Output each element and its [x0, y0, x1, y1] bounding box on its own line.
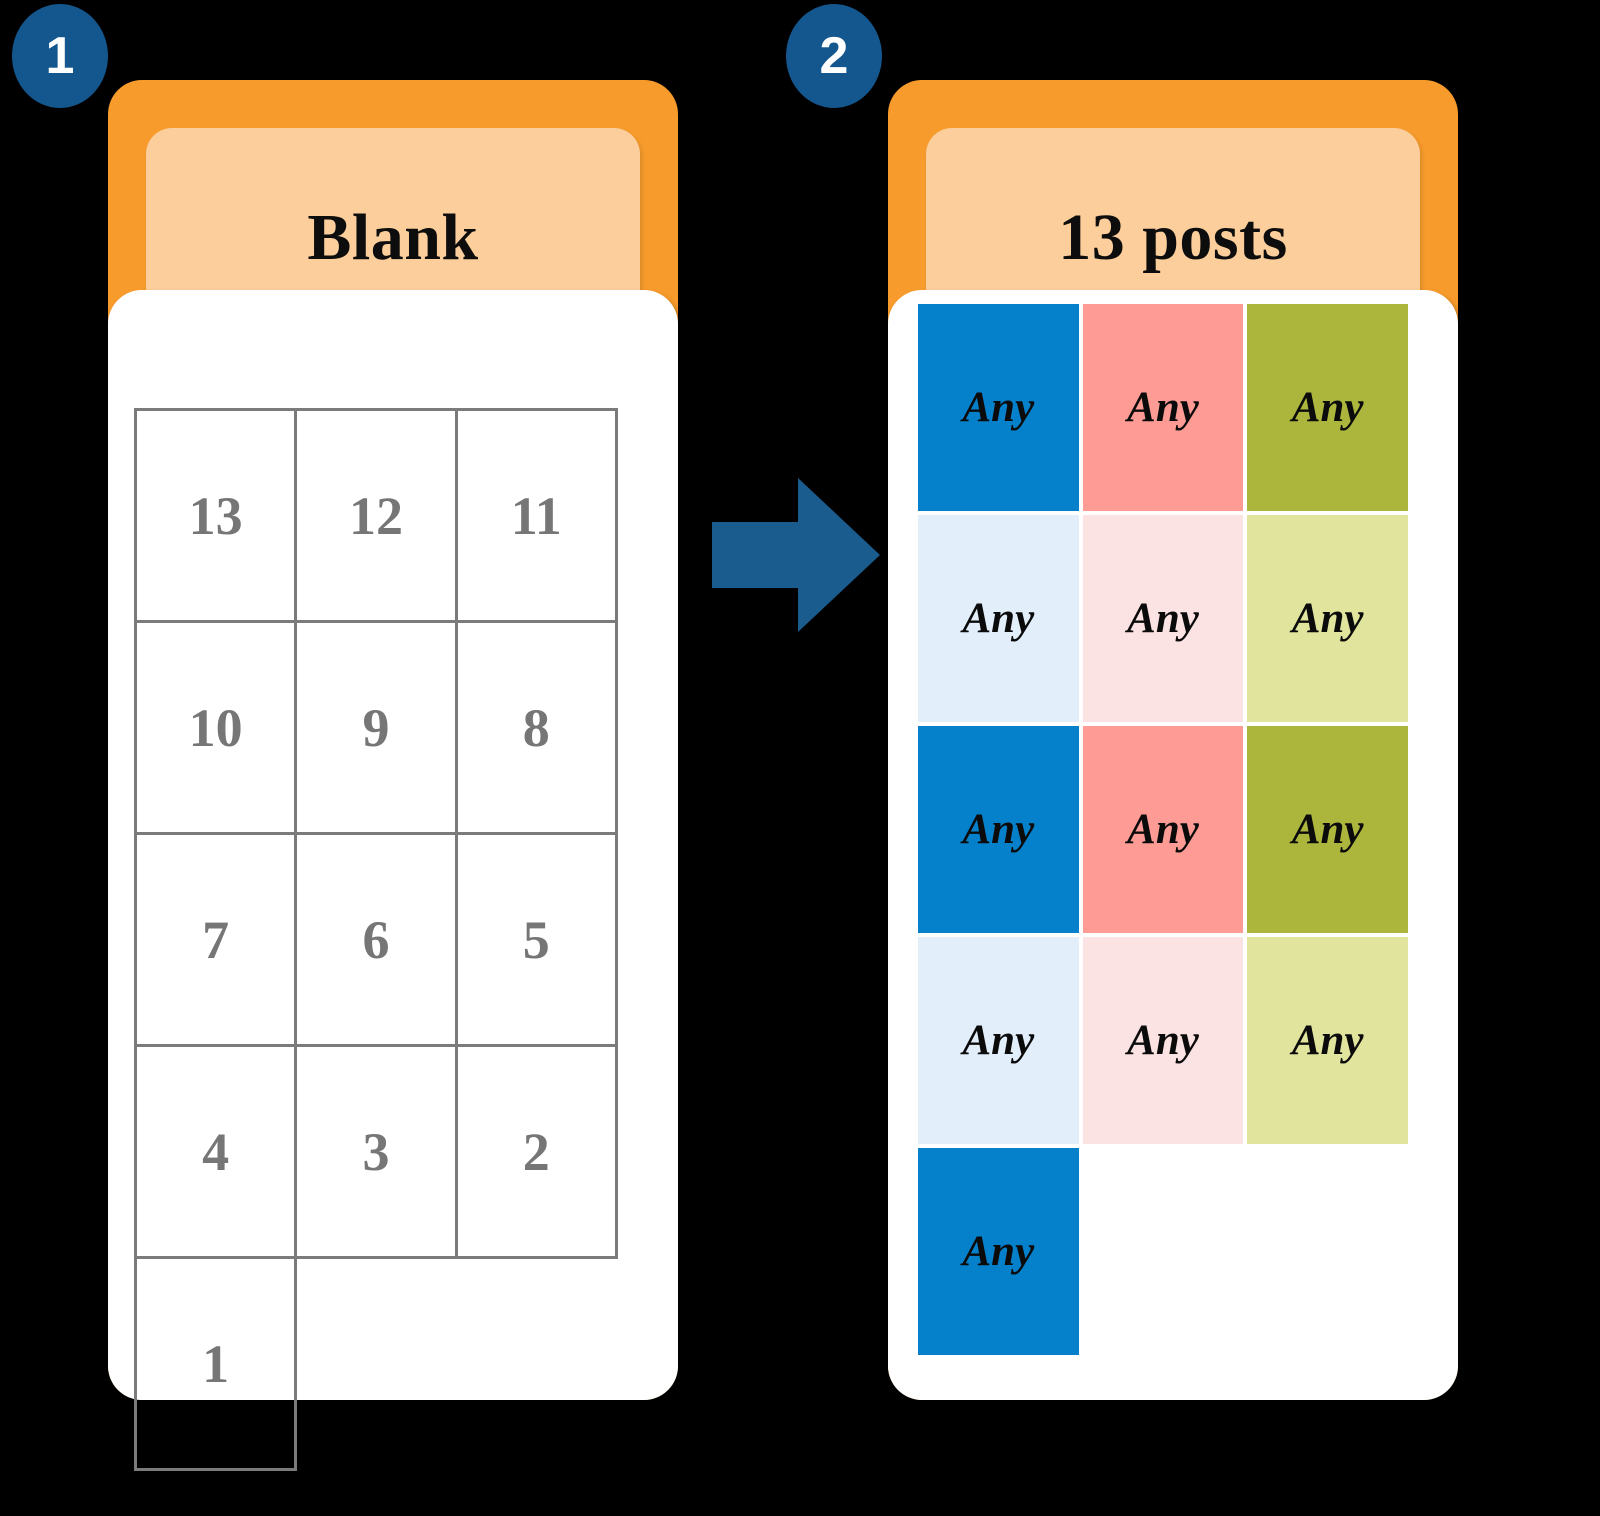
- color-cell[interactable]: Any: [1082, 726, 1244, 933]
- right-arrow-icon: [712, 478, 880, 632]
- empty-cell: [296, 1258, 456, 1470]
- color-cell[interactable]: Any: [918, 304, 1079, 511]
- table-row: 13 12 11: [133, 408, 618, 623]
- number-cell[interactable]: 8: [454, 620, 618, 835]
- number-cell[interactable]: 5: [454, 832, 618, 1047]
- posts-card-body: Any Any Any Any Any Any Any Any Any Any …: [888, 290, 1458, 1400]
- table-row: 1: [133, 1256, 617, 1471]
- table-row: 10 9 8: [133, 620, 618, 835]
- empty-cell: [1083, 1148, 1244, 1355]
- number-cell[interactable]: 1: [133, 1256, 298, 1471]
- number-cell[interactable]: 4: [133, 1044, 298, 1259]
- step-badge-1: 1: [12, 4, 108, 108]
- color-cell[interactable]: Any: [1082, 515, 1244, 722]
- table-row: 4 3 2: [133, 1044, 618, 1259]
- color-grid: Any Any Any Any Any Any Any Any Any Any …: [918, 304, 1408, 1355]
- color-cell[interactable]: Any: [918, 1148, 1079, 1355]
- color-cell[interactable]: Any: [918, 726, 1079, 933]
- number-cell[interactable]: 3: [294, 1044, 458, 1259]
- color-cell[interactable]: Any: [918, 937, 1079, 1144]
- number-cell[interactable]: 6: [294, 832, 458, 1047]
- step-badge-2-number: 2: [819, 27, 849, 85]
- number-cell[interactable]: 7: [133, 832, 298, 1047]
- step-badge-1-number: 1: [45, 27, 75, 85]
- blank-card-body: 13 12 11 10 9 8 7 6 5 4 3 2: [108, 290, 678, 1471]
- color-cell[interactable]: Any: [1247, 515, 1408, 722]
- empty-cell: [456, 1258, 616, 1470]
- color-cell[interactable]: Any: [1082, 304, 1244, 511]
- posts-card: 13 posts Any Any Any Any Any Any Any Any…: [888, 80, 1458, 1400]
- table-row: 7 6 5: [133, 832, 618, 1047]
- number-cell[interactable]: 11: [454, 408, 618, 623]
- color-cell[interactable]: Any: [1247, 726, 1408, 933]
- blank-card-title: Blank: [307, 201, 479, 274]
- number-cell[interactable]: 13: [133, 408, 298, 623]
- empty-cell: [1247, 1148, 1408, 1355]
- color-cell[interactable]: Any: [1247, 304, 1408, 511]
- number-grid: 13 12 11 10 9 8 7 6 5 4 3 2: [133, 408, 618, 1471]
- number-cell[interactable]: 10: [133, 620, 298, 835]
- color-cell[interactable]: Any: [918, 515, 1079, 722]
- color-cell[interactable]: Any: [1247, 937, 1408, 1144]
- number-cell[interactable]: 9: [294, 620, 458, 835]
- blank-card: Blank 13 12 11 10 9 8 7 6 5: [108, 80, 678, 1471]
- posts-card-title: 13 posts: [1058, 201, 1288, 274]
- number-cell[interactable]: 12: [294, 408, 458, 623]
- step-badge-2: 2: [786, 4, 882, 108]
- number-cell[interactable]: 2: [454, 1044, 618, 1259]
- color-cell[interactable]: Any: [1082, 937, 1244, 1144]
